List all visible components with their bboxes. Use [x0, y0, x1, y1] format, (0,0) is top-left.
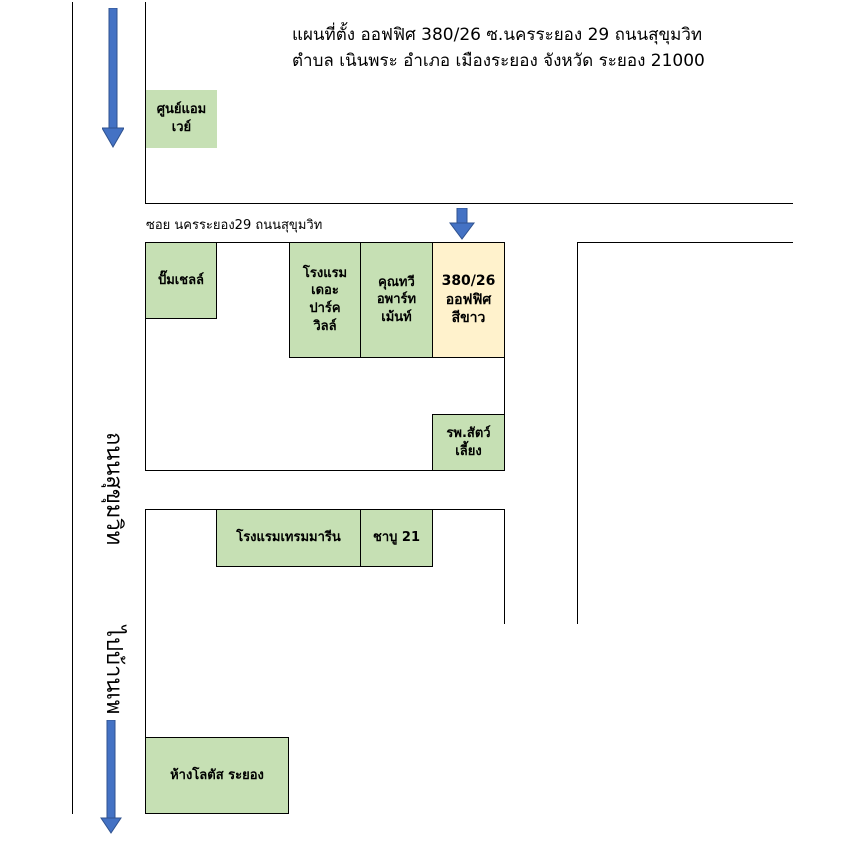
block-c-left — [577, 242, 578, 624]
soi-north-edge — [145, 203, 793, 204]
road-east-edge-top — [145, 2, 146, 204]
place-office-380-26: 380/26 ออฟฟิศ สีขาว — [432, 242, 505, 358]
place-vet-hospital: รพ.สัตว์ เลี้ยง — [432, 414, 505, 471]
block-a-bottom — [145, 470, 505, 471]
title-line-2: ตำบล เนินพระ อำเภอ เมืองระยอง จังหวัด ระ… — [292, 51, 705, 71]
block-c-top — [577, 242, 793, 243]
map-title: แผนที่ตั้ง ออฟฟิศ 380/26 ซ.นครระยอง 29 ถ… — [292, 22, 705, 74]
block-b-left — [145, 509, 146, 814]
arrow-down-icon — [449, 208, 475, 240]
place-lotus-rayong: ห้างโลตัส ระยอง — [145, 737, 289, 814]
place-pump-shell: ปั๊มเชลล์ — [145, 242, 217, 319]
road-west-edge — [72, 2, 73, 814]
place-shabu-21: ชาบู 21 — [360, 509, 433, 567]
arrow-down-icon — [102, 8, 124, 148]
title-line-1: แผนที่ตั้ง ออฟฟิศ 380/26 ซ.นครระยอง 29 ถ… — [292, 25, 703, 45]
road-label-sukhumvit: ถนนสุขุมวิท — [101, 432, 126, 546]
place-park-villa-hotel: โรงแรม เดอะ ปาร์ค วิลล์ — [289, 242, 361, 358]
place-amway: ศูนย์แอม เวย์ — [146, 90, 217, 148]
place-khunthawee-apartment: คุณทวี อพาร์ท เม้นท์ — [360, 242, 433, 358]
arrow-down-icon — [100, 720, 122, 834]
block-b-right — [504, 509, 505, 624]
direction-label-ban-phe: ไปบ้านเพ — [101, 626, 126, 715]
place-hotel-marine: โรงแรมเทรมมารีน — [216, 509, 361, 567]
block-a-left — [145, 242, 146, 471]
soi-label: ซอย นครระยอง29 ถนนสุขุมวิท — [146, 218, 323, 233]
